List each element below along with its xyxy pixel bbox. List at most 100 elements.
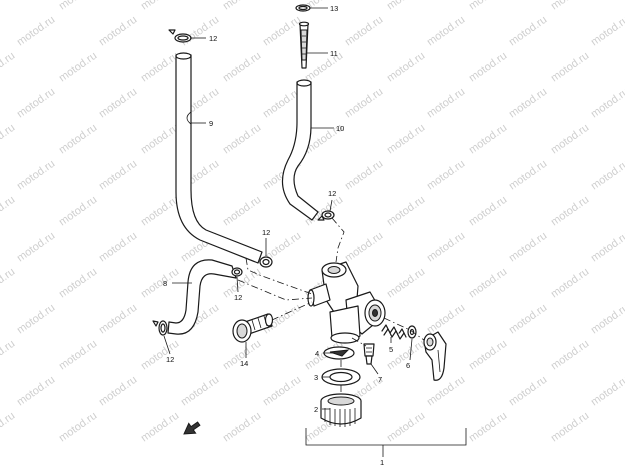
callout-1: 1 [380, 458, 384, 467]
washer-6 [407, 325, 417, 339]
watermark-text: motod.ru [97, 374, 139, 409]
clamp-12-top [168, 29, 192, 43]
watermark-text: motod.ru [0, 410, 17, 445]
callout-6: 6 [406, 361, 410, 370]
watermark-text: motod.ru [467, 338, 509, 373]
watermark-text: motod.ru [139, 0, 181, 12]
watermark-text: motod.ru [221, 122, 263, 157]
watermark-text: motod.ru [589, 302, 625, 337]
watermark-text: motod.ru [589, 86, 625, 121]
watermark-text: motod.ru [15, 302, 57, 337]
filter-11 [298, 21, 310, 69]
callout-12: 12 [234, 293, 242, 302]
watermark-text: motod.ru [425, 14, 467, 49]
callout-8: 8 [163, 279, 167, 288]
watermark-text: motod.ru [15, 14, 57, 49]
callout-14: 14 [240, 359, 248, 368]
watermark-text: motod.ru [0, 122, 17, 157]
watermark-text: motod.ru [467, 410, 509, 445]
watermark-text: motod.ru [221, 410, 263, 445]
watermark-text: motod.ru [343, 158, 385, 193]
clamp-12-left [152, 320, 168, 336]
watermark-text: motod.ru [467, 194, 509, 229]
callout-13: 13 [330, 4, 338, 13]
watermark-text: motod.ru [549, 338, 591, 373]
watermark-text: motod.ru [179, 14, 221, 49]
watermark-text: motod.ru [549, 266, 591, 301]
watermark-text: motod.ru [467, 266, 509, 301]
watermark-text: motod.ru [549, 0, 591, 12]
watermark-text: motod.ru [467, 122, 509, 157]
callout-4: 4 [315, 349, 319, 358]
callout-12: 12 [166, 355, 174, 364]
watermark-text: motod.ru [507, 158, 549, 193]
watermark-text: motod.ru [139, 410, 181, 445]
watermark-text: motod.ru [0, 266, 17, 301]
watermark-text: motod.ru [343, 14, 385, 49]
watermark-text: motod.ru [549, 50, 591, 85]
watermark-text: motod.ru [57, 50, 99, 85]
watermark-text: motod.ru [179, 374, 221, 409]
watermark-text: motod.ru [589, 14, 625, 49]
watermark-text: motod.ru [303, 50, 345, 85]
watermark-text: motod.ru [97, 86, 139, 121]
watermark-text: motod.ru [15, 158, 57, 193]
watermark-text: motod.ru [549, 194, 591, 229]
watermark-text: motod.ru [0, 338, 17, 373]
watermark-text: motod.ru [15, 86, 57, 121]
callout-2: 2 [314, 405, 318, 414]
watermark-text: motod.ru [549, 122, 591, 157]
watermark-text: motod.ru [343, 230, 385, 265]
hose-8 [167, 259, 237, 335]
watermark-text: motod.ru [221, 50, 263, 85]
hose-10 [281, 79, 319, 221]
watermark-text: motod.ru [261, 14, 303, 49]
watermark-text: motod.ru [139, 50, 181, 85]
callout-10: 10 [336, 124, 344, 133]
watermark-text: motod.ru [57, 266, 99, 301]
watermark-text: motod.ru [425, 158, 467, 193]
callout-labels: 12 9 10 11 13 12 12 12 12 8 14 4 3 2 5 6… [163, 4, 410, 467]
watermark-text: motod.ru [57, 194, 99, 229]
assembly-guides [237, 217, 425, 394]
watermark-text: motod.ru [97, 158, 139, 193]
watermark-text: motod.ru [97, 302, 139, 337]
watermark-text: motod.ru [15, 230, 57, 265]
watermark-text: motod.ru [467, 50, 509, 85]
watermark-text: motod.ru [385, 50, 427, 85]
bolt-14 [232, 313, 274, 343]
watermark-text: motod.ru [221, 194, 263, 229]
fuel-cock-body [307, 261, 386, 344]
watermark-text: motod.ru [507, 302, 549, 337]
watermark-text: motod.ru [425, 86, 467, 121]
watermark-text: motod.ru [589, 230, 625, 265]
callout-9: 9 [209, 119, 213, 128]
callout-leaders [163, 7, 467, 457]
fuel-lever [423, 331, 447, 381]
watermark-text: motod.ru [139, 338, 181, 373]
hose-9 [175, 52, 263, 264]
callout-11: 11 [330, 49, 338, 58]
watermark-text: motod.ru [57, 410, 99, 445]
watermark-text: motod.ru [385, 194, 427, 229]
watermark-text: motod.ru [467, 0, 509, 12]
watermark-text: motod.ru [385, 122, 427, 157]
clamp-12-mid [231, 267, 243, 277]
watermark-text: motod.ru [57, 122, 99, 157]
watermark-text: motod.ru [385, 410, 427, 445]
callout-7: 7 [378, 375, 382, 384]
callout-12: 12 [209, 34, 217, 43]
watermark-text: motod.ru [507, 230, 549, 265]
watermark-text: motod.ru [139, 194, 181, 229]
clamp-13 [295, 4, 311, 12]
clamp-12-hose10 [317, 210, 335, 221]
watermark-text: motod.ru [57, 338, 99, 373]
watermark-text: motod.ru [507, 14, 549, 49]
watermark-text: motod.ru [139, 122, 181, 157]
front-arrow-icon [183, 421, 201, 435]
bowl-2 [320, 393, 362, 427]
watermark-text: motod.ru [425, 374, 467, 409]
